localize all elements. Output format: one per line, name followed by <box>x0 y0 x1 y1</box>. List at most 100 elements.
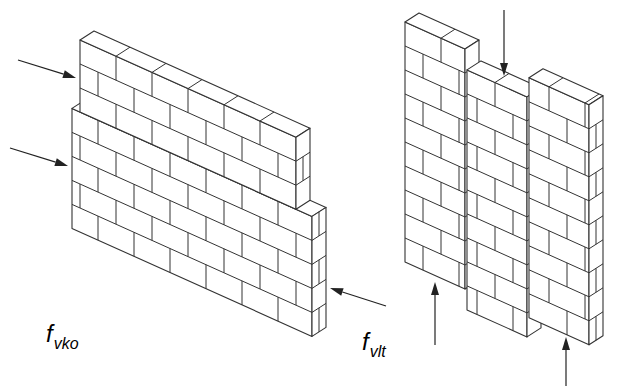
brick-joint <box>495 83 496 107</box>
brick-joint <box>152 120 153 144</box>
brick-joint <box>596 124 597 148</box>
arrow-head <box>500 63 508 76</box>
wall-top <box>80 31 310 137</box>
brick-joint <box>549 231 550 255</box>
force-arrow <box>10 148 56 162</box>
wall-face <box>80 40 296 209</box>
brick-joint <box>513 259 514 283</box>
brick-joint <box>224 105 225 129</box>
brick-joint <box>405 190 465 217</box>
brick-joint <box>477 194 478 218</box>
brick-joint <box>188 80 202 89</box>
wall-face <box>529 78 589 345</box>
brick-joint <box>98 168 99 192</box>
brick-joint <box>423 246 424 270</box>
brick-joint <box>319 212 320 236</box>
brick-joint <box>152 168 153 192</box>
brick-joint <box>206 265 207 289</box>
symbol-subscript: vlt <box>370 343 386 360</box>
brick-joint <box>98 72 99 96</box>
brick-joint <box>585 247 586 271</box>
brick-joint <box>206 169 207 193</box>
brick-joint <box>529 294 589 321</box>
brick-joint <box>585 151 586 175</box>
brick-joint <box>467 190 527 217</box>
brick-joint <box>549 135 550 159</box>
brick-joint <box>459 70 460 94</box>
brick-joint <box>513 163 514 187</box>
brick-joint <box>224 96 238 105</box>
brick-joint <box>98 216 99 240</box>
strength-symbol: fvko <box>46 322 79 346</box>
brick-joint <box>589 144 603 153</box>
brick-joint <box>319 308 320 332</box>
brick-joint <box>529 270 589 297</box>
symbol-letter: f <box>46 320 53 347</box>
symbol-subscript: vko <box>54 335 79 352</box>
wall-end <box>296 128 310 209</box>
brick-joint <box>296 281 297 305</box>
brick-joint <box>134 88 135 112</box>
brick-joint <box>260 121 261 145</box>
brick-joint <box>296 233 297 257</box>
brick-joint <box>278 201 279 225</box>
brick-joint <box>312 279 326 288</box>
brick-joint <box>596 268 597 292</box>
brick-joint <box>170 153 171 177</box>
brick-joint <box>80 136 81 160</box>
brick-joint <box>260 169 261 193</box>
brick-joint <box>116 47 130 56</box>
brick-joint <box>467 166 527 193</box>
brick-joint <box>98 120 99 144</box>
brick-joint <box>278 249 279 273</box>
brick-joint <box>567 215 568 239</box>
brick-joint <box>495 74 509 83</box>
brick-joint <box>296 176 310 185</box>
brick-joint <box>567 311 568 335</box>
wall-top <box>405 13 479 49</box>
brick-joint <box>495 275 496 299</box>
arrow-head <box>562 337 570 350</box>
brick-joint <box>116 56 117 80</box>
brick-joint <box>596 316 597 340</box>
brick-joint <box>260 265 261 289</box>
brick-joint <box>116 200 117 224</box>
brick-joint <box>423 198 424 222</box>
brick-joint <box>589 240 603 249</box>
brick-joint <box>529 246 589 273</box>
brick-joint <box>441 86 442 110</box>
brick-joint <box>477 98 478 122</box>
brick-joint <box>224 201 225 225</box>
force-arrow <box>434 295 435 345</box>
brick-joint <box>260 217 261 241</box>
brick-joint <box>529 150 589 177</box>
brick-joint <box>134 184 135 208</box>
brick-joint <box>589 192 603 201</box>
brick-joint <box>116 152 117 176</box>
brick-joint <box>477 290 478 314</box>
brick-joint <box>405 70 465 97</box>
brick-joint <box>477 146 478 170</box>
arrow-head <box>62 70 76 78</box>
arrow-head <box>330 288 344 296</box>
brick-joint <box>188 185 189 209</box>
brick-joint <box>459 214 460 238</box>
brick-joint <box>188 137 189 161</box>
brick-joint <box>206 217 207 241</box>
wall-top <box>529 69 603 105</box>
wall-face <box>467 70 527 337</box>
brick-joint <box>170 105 171 129</box>
brick-joint <box>170 201 171 225</box>
brick-joint <box>242 281 243 305</box>
brick-joint <box>152 216 153 240</box>
brick-joint <box>80 64 296 161</box>
brick-joint <box>152 72 153 96</box>
brick-joint <box>495 131 496 155</box>
brick-joint <box>467 142 527 169</box>
brick-joint <box>242 137 243 161</box>
brick-joint <box>405 142 465 169</box>
force-arrow <box>18 60 64 74</box>
brick-joint <box>152 63 166 72</box>
brick-joint <box>459 118 460 142</box>
